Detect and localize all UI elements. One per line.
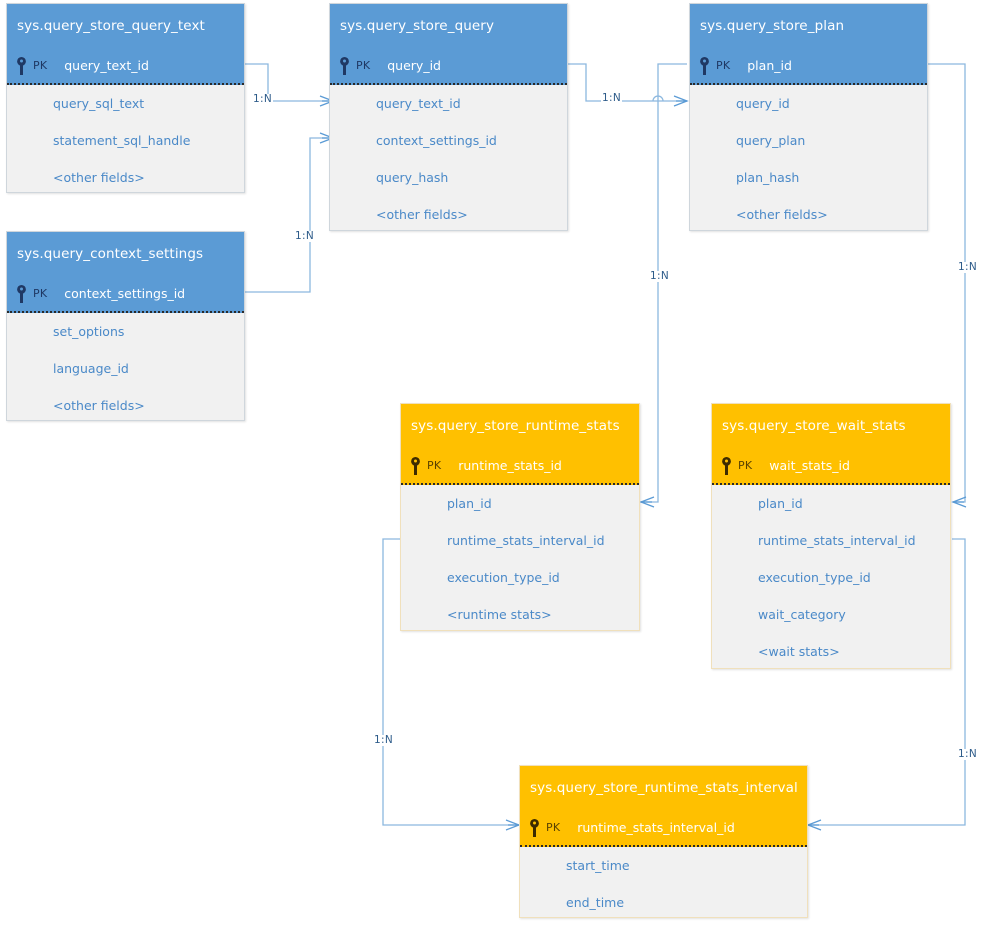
- field-row: plan_id: [758, 496, 803, 511]
- entity-title: sys.query_store_query: [330, 4, 567, 48]
- entity-title: sys.query_store_wait_stats: [712, 404, 950, 448]
- entity-query_store_wait_stats[interactable]: sys.query_store_wait_stats PK wait_stats…: [711, 403, 951, 669]
- field-row: <wait stats>: [758, 644, 840, 659]
- primary-key-row[interactable]: PK query_text_id: [7, 48, 244, 85]
- cardinality-label-plan-runtime_stats: 1:N: [649, 270, 670, 282]
- field-row: <other fields>: [53, 170, 145, 185]
- entity-query_store_query[interactable]: sys.query_store_query PK query_id query_…: [329, 3, 568, 231]
- entity-query_store_runtime_stats_interval[interactable]: sys.query_store_runtime_stats_interval P…: [519, 765, 808, 918]
- field-row: statement_sql_handle: [53, 133, 191, 148]
- pk-field-name: runtime_stats_interval_id: [577, 820, 735, 835]
- field-row: query_text_id: [376, 96, 461, 111]
- field-row: start_time: [566, 858, 630, 873]
- field-row: <other fields>: [376, 207, 468, 222]
- pk-badge: PK: [427, 459, 442, 472]
- field-row: set_options: [53, 324, 125, 339]
- cardinality-label-query-plan: 1:N: [601, 92, 622, 104]
- pk-badge: PK: [738, 459, 753, 472]
- pk-field-name: query_text_id: [64, 58, 149, 73]
- primary-key-row[interactable]: PK runtime_stats_interval_id: [520, 810, 807, 847]
- key-icon: [340, 56, 349, 75]
- field-row: query_hash: [376, 170, 449, 185]
- entity-fields: plan_id runtime_stats_interval_id execut…: [401, 485, 639, 633]
- relationship-plan-to-runtime_stats: [639, 63, 687, 508]
- entity-title: sys.query_store_runtime_stats_interval: [520, 766, 807, 810]
- primary-key-row[interactable]: PK runtime_stats_id: [401, 448, 639, 485]
- relationship-context_settings-to-query: [245, 132, 335, 293]
- field-row: query_id: [736, 96, 790, 111]
- entity-title: sys.query_store_query_text: [7, 4, 244, 48]
- pk-field-name: runtime_stats_id: [458, 458, 562, 473]
- field-row: runtime_stats_interval_id: [447, 533, 605, 548]
- field-row: query_plan: [736, 133, 806, 148]
- cardinality-label-interval-wait_stats: 1:N: [957, 748, 978, 760]
- field-row: language_id: [53, 361, 129, 376]
- entity-title: sys.query_context_settings: [7, 232, 244, 276]
- entity-query_store_query_text[interactable]: sys.query_store_query_text PK query_text…: [6, 3, 245, 193]
- key-icon: [17, 56, 26, 75]
- relationship-query-to-plan: [568, 63, 689, 107]
- field-row: execution_type_id: [447, 570, 560, 585]
- field-row: end_time: [566, 895, 625, 910]
- key-icon: [530, 818, 539, 837]
- entity-fields: query_id query_plan plan_hash <other fie…: [690, 85, 927, 233]
- key-icon: [722, 456, 731, 475]
- entity-fields: query_sql_text statement_sql_handle <oth…: [7, 85, 244, 196]
- entity-fields: query_text_id context_settings_id query_…: [330, 85, 567, 233]
- entity-query_store_runtime_stats[interactable]: sys.query_store_runtime_stats PK runtime…: [400, 403, 640, 631]
- entity-title: sys.query_store_plan: [690, 4, 927, 48]
- key-icon: [17, 284, 26, 303]
- pk-field-name: plan_id: [747, 58, 792, 73]
- entity-title: sys.query_store_runtime_stats: [401, 404, 639, 448]
- field-row: plan_hash: [736, 170, 800, 185]
- cardinality-label-query_text-query: 1:N: [252, 93, 273, 105]
- pk-field-name: wait_stats_id: [769, 458, 850, 473]
- field-row: <other fields>: [736, 207, 828, 222]
- field-row: wait_category: [758, 607, 846, 622]
- field-row: execution_type_id: [758, 570, 871, 585]
- field-row: query_sql_text: [53, 96, 145, 111]
- entity-query_context_settings[interactable]: sys.query_context_settings PK context_se…: [6, 231, 245, 421]
- entity-fields: start_time end_time: [520, 847, 807, 921]
- pk-field-name: query_id: [387, 58, 441, 73]
- primary-key-row[interactable]: PK query_id: [330, 48, 567, 85]
- field-row: plan_id: [447, 496, 492, 511]
- field-row: runtime_stats_interval_id: [758, 533, 916, 548]
- field-row: <runtime stats>: [447, 607, 552, 622]
- pk-badge: PK: [716, 59, 731, 72]
- entity-fields: set_options language_id <other fields>: [7, 313, 244, 424]
- pk-badge: PK: [33, 287, 48, 300]
- cardinality-label-plan-wait_stats: 1:N: [957, 261, 978, 273]
- key-icon: [411, 456, 420, 475]
- field-row: context_settings_id: [376, 133, 497, 148]
- entity-query_store_plan[interactable]: sys.query_store_plan PK plan_id query_id…: [689, 3, 928, 231]
- primary-key-row[interactable]: PK context_settings_id: [7, 276, 244, 313]
- pk-badge: PK: [33, 59, 48, 72]
- entity-fields: plan_id runtime_stats_interval_id execut…: [712, 485, 950, 670]
- cardinality-label-interval-runtime_stats: 1:N: [373, 734, 394, 746]
- pk-badge: PK: [356, 59, 371, 72]
- cardinality-label-context_settings-query: 1:N: [294, 230, 315, 242]
- field-row: <other fields>: [53, 398, 145, 413]
- pk-badge: PK: [546, 821, 561, 834]
- primary-key-row[interactable]: PK wait_stats_id: [712, 448, 950, 485]
- pk-field-name: context_settings_id: [64, 286, 186, 301]
- primary-key-row[interactable]: PK plan_id: [690, 48, 927, 85]
- key-icon: [700, 56, 709, 75]
